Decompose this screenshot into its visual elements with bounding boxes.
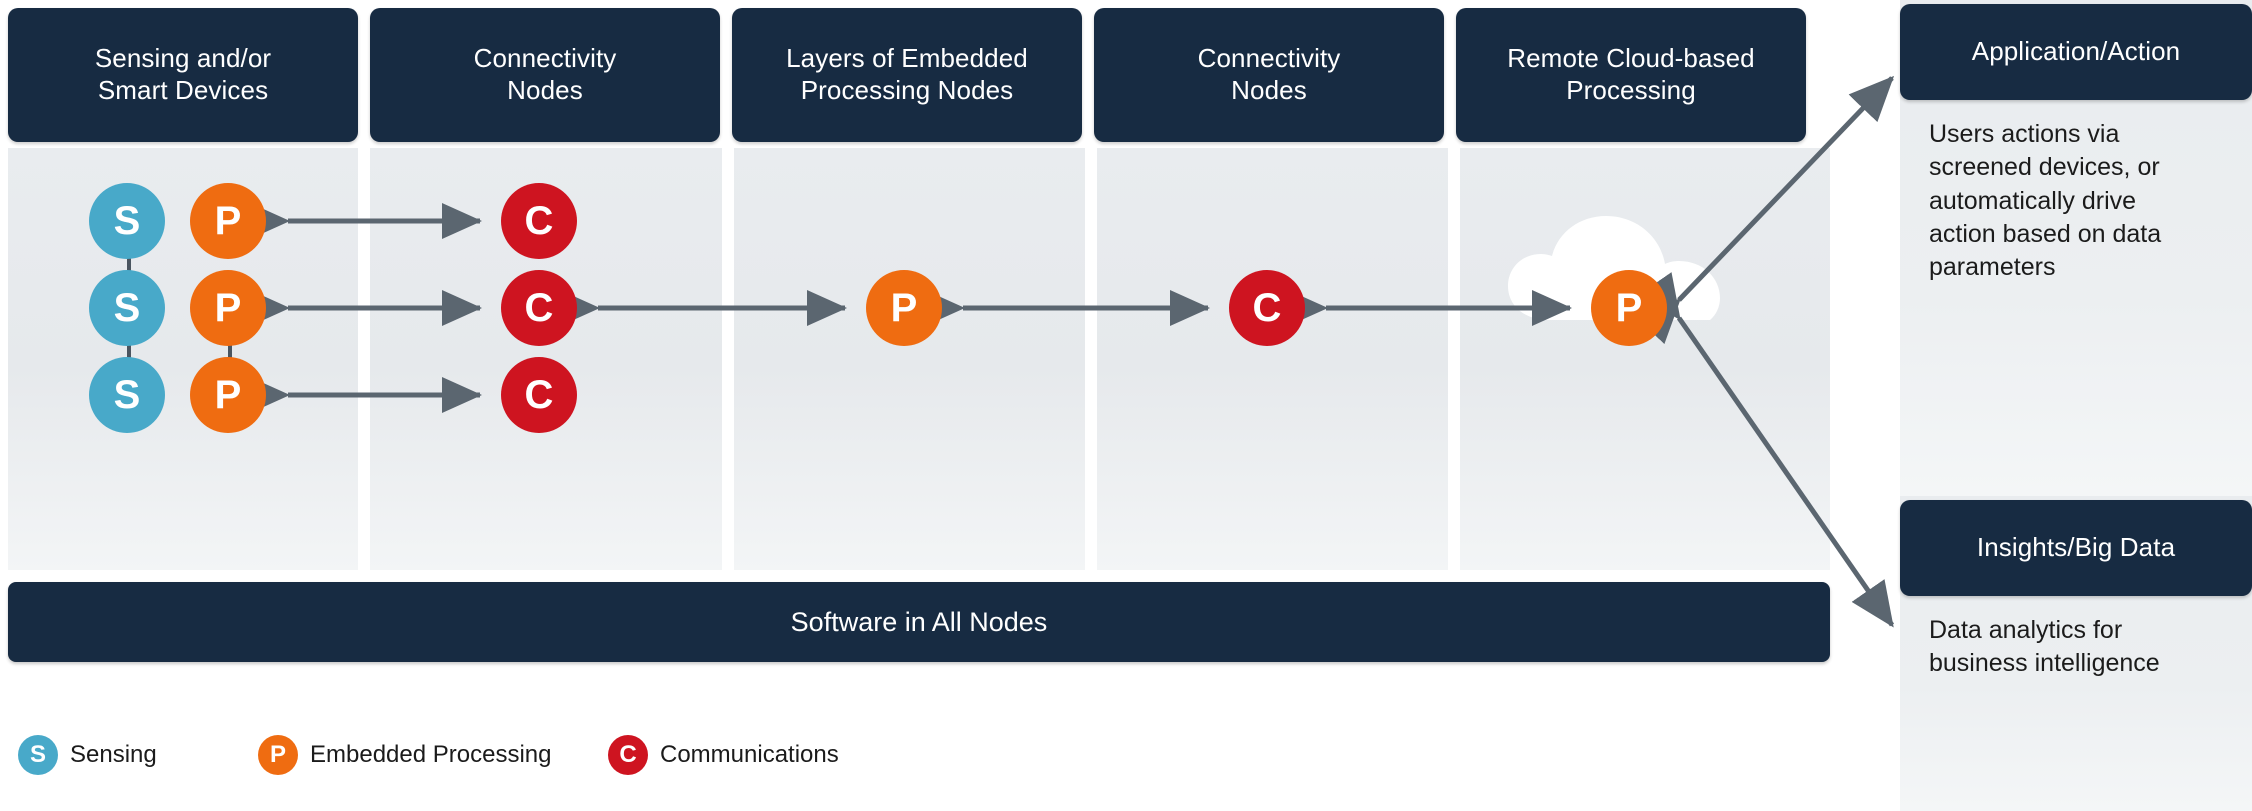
communications-icon: C — [608, 735, 648, 775]
panel-body-insights-big-data: Data analytics for business intelligence — [1929, 614, 2187, 681]
column-divider-3 — [1085, 148, 1097, 570]
node-communications-3[interactable]: C — [501, 357, 577, 433]
panel-body-text: Users actions via screened devices, or a… — [1929, 120, 2162, 281]
panel-title: Insights/Big Data — [1976, 532, 2176, 563]
legend-label: Sensing — [70, 741, 157, 768]
node-glyph: P — [890, 286, 918, 330]
column-divider-2 — [722, 148, 734, 570]
node-glyph: C — [524, 286, 554, 330]
column-header-label: Remote Cloud-based Processing — [1507, 43, 1755, 105]
column-header-label: Layers of Embedded Processing Nodes — [786, 43, 1028, 105]
node-sensing-3[interactable]: S — [89, 357, 165, 433]
node-link-s1-s2 — [127, 243, 131, 293]
node-cloud-processing[interactable]: P — [1591, 270, 1667, 346]
legend-item-sensing: S Sensing — [18, 735, 258, 775]
node-glyph: C — [524, 199, 554, 243]
legend-glyph: S — [29, 741, 46, 768]
node-glyph: P — [1615, 286, 1643, 330]
node-glyph: P — [214, 199, 242, 243]
node-glyph: C — [524, 373, 554, 417]
column-header-label: Connectivity Nodes — [473, 43, 617, 105]
legend-item-embedded-processing: P Embedded Processing — [258, 735, 608, 775]
node-sensing-1[interactable]: S — [89, 183, 165, 259]
node-glyph: S — [113, 286, 141, 330]
column-header-embedded-processing: Layers of Embedded Processing Nodes — [732, 8, 1082, 142]
legend-label: Embedded Processing — [310, 741, 552, 768]
legend-glyph: P — [269, 741, 286, 768]
panel-header-insights-big-data: Insights/Big Data — [1900, 500, 2252, 596]
column-header-label: Sensing and/or Smart Devices — [94, 43, 272, 105]
node-processing-1[interactable]: P — [190, 183, 266, 259]
column-header-connectivity-1: Connectivity Nodes — [370, 8, 720, 142]
node-communications-2[interactable]: C — [501, 270, 577, 346]
software-in-all-nodes-bar: Software in All Nodes — [8, 582, 1830, 662]
node-communications-4[interactable]: C — [1229, 270, 1305, 346]
sensing-icon: S — [18, 735, 58, 775]
column-header-sensing: Sensing and/or Smart Devices — [8, 8, 358, 142]
node-sensing-2[interactable]: S — [89, 270, 165, 346]
node-glyph: S — [113, 373, 141, 417]
node-glyph: C — [1252, 286, 1282, 330]
column-header-connectivity-2: Connectivity Nodes — [1094, 8, 1444, 142]
legend-glyph: C — [619, 741, 637, 768]
node-processing-3[interactable]: P — [190, 357, 266, 433]
panel-title: Application/Action — [1971, 36, 2181, 67]
column-divider-1 — [358, 148, 370, 570]
software-bar-label: Software in All Nodes — [790, 606, 1048, 637]
legend: S Sensing P Embedded Processing C Commun… — [18, 735, 839, 775]
node-glyph: S — [113, 199, 141, 243]
panel-body-text: Data analytics for business intelligence — [1929, 616, 2160, 678]
node-link-s2-s3 — [127, 330, 131, 380]
legend-item-communications: C Communications — [608, 735, 839, 775]
column-header-remote-cloud: Remote Cloud-based Processing — [1456, 8, 1806, 142]
legend-label: Communications — [660, 741, 839, 768]
node-embedded-processing[interactable]: P — [866, 270, 942, 346]
node-communications-1[interactable]: C — [501, 183, 577, 259]
panel-header-application-action: Application/Action — [1900, 4, 2252, 100]
node-glyph: P — [214, 286, 242, 330]
column-header-label: Connectivity Nodes — [1197, 43, 1341, 105]
node-glyph: P — [214, 373, 242, 417]
node-link-p2-p3 — [228, 330, 232, 380]
node-processing-2[interactable]: P — [190, 270, 266, 346]
panel-body-application-action: Users actions via screened devices, or a… — [1929, 118, 2187, 284]
column-divider-4 — [1448, 148, 1460, 570]
embedded-processing-icon: P — [258, 735, 298, 775]
